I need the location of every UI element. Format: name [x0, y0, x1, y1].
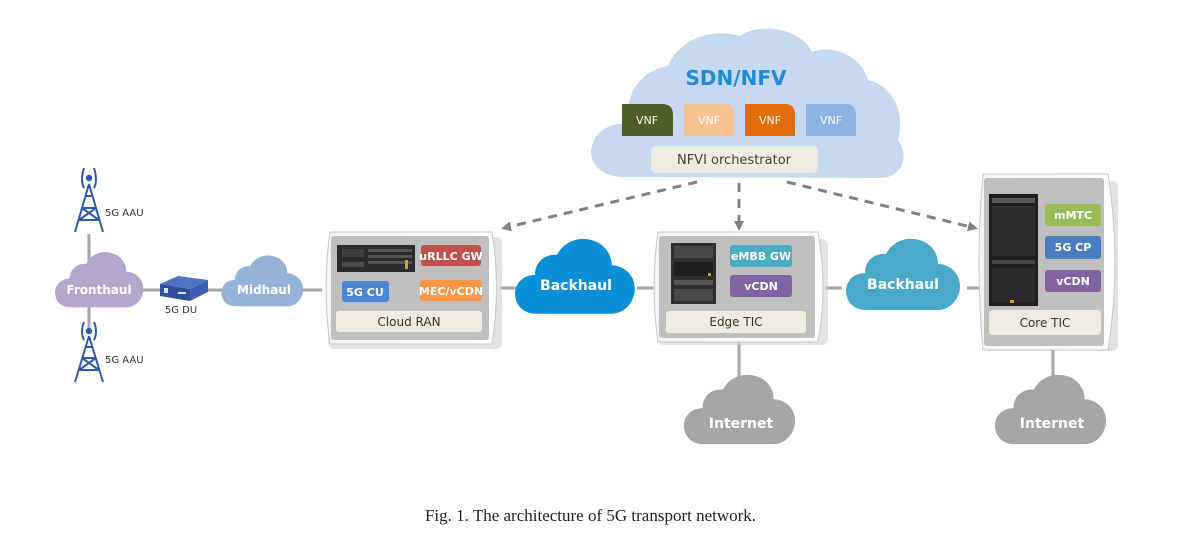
mec-vcdn-shape [420, 280, 482, 301]
server-rack-icon [989, 194, 1038, 306]
aau-bottom-label: 5G AAU [105, 355, 144, 366]
vnf-label: VNF [698, 114, 720, 127]
antenna-bottom: 5G AAU [74, 321, 144, 383]
tower-icon [74, 167, 104, 233]
core-vcdn-box[interactable]: vCDN [1045, 270, 1101, 292]
tower-icon [74, 321, 104, 383]
vnf-box-shape-3 [745, 104, 795, 136]
nfvi-orchestrator[interactable]: NFVI orchestrator [651, 146, 818, 173]
vnf-box-shape-2 [684, 104, 734, 136]
du-label: 5G DU [165, 305, 197, 316]
fronthaul-cloud-shape [55, 252, 144, 308]
backhaul-cloud-2[interactable]: Backhaul [846, 238, 960, 310]
core-tic-node[interactable]: mMTC 5G CP vCDN Core TIC [978, 173, 1118, 351]
cp-label: 5G CP [1055, 241, 1092, 254]
core-vcdn-shape [1045, 270, 1101, 292]
edge-tic-node[interactable]: eMBB GW vCDN Edge TIC [653, 231, 828, 345]
fronthaul-cloud[interactable]: Fronthaul [55, 252, 144, 308]
backhaul-1-shape [515, 238, 635, 314]
embb-gw-label: eMBB GW [731, 250, 791, 263]
control-arrow-core-tic [786, 180, 978, 232]
rack-server-icon [337, 245, 415, 272]
mmtc-shape [1045, 204, 1101, 226]
internet-cloud-core[interactable]: Internet [994, 374, 1107, 445]
links [87, 234, 1055, 385]
midhaul-cloud-shape [221, 255, 304, 307]
mmtc-label: mMTC [1054, 209, 1092, 222]
vnf-label: VNF [636, 114, 658, 127]
core-vcdn-label: vCDN [1056, 275, 1090, 288]
cu-label: 5G CU [346, 286, 384, 299]
core-tic-tag [989, 310, 1101, 335]
aau-top-label: 5G AAU [105, 208, 144, 219]
cloud-ran-label: Cloud RAN [377, 315, 440, 329]
mec-vcdn-box[interactable]: MEC/vCDN [419, 280, 483, 301]
internet-cloud-edge[interactable]: Internet [683, 374, 796, 445]
backhaul-cloud-1[interactable]: Backhaul [515, 238, 635, 314]
sdn-nfv-title: SDN/NFV [686, 66, 787, 90]
urllc-gw-box[interactable]: uRLLC GW [419, 245, 483, 266]
internet-core-shape [994, 374, 1107, 445]
control-arrow-cloud-ran [501, 180, 698, 232]
edge-vcdn-box[interactable]: vCDN [730, 275, 792, 297]
vnf-box[interactable]: VNF [745, 104, 795, 136]
cloud-ran-node[interactable]: uRLLC GW 5G CU MEC/vCDN Cloud RAN [325, 231, 502, 349]
antenna-top: 5G AAU [74, 167, 144, 233]
sdn-nfv-cloud-shape [591, 28, 904, 178]
internet-edge-label: Internet [709, 416, 774, 432]
du-device[interactable]: 5G DU [160, 276, 208, 316]
cp-box[interactable]: 5G CP [1045, 236, 1101, 259]
vnf-box[interactable]: VNF [622, 104, 673, 136]
figure-caption: Fig. 1. The architecture of 5G transport… [424, 506, 757, 525]
cu-shape [342, 281, 389, 302]
blade-server-icon [671, 243, 716, 304]
control-arrows [501, 180, 978, 232]
vnf-box-shape-1 [622, 104, 673, 136]
edge-tic-tag [666, 311, 806, 333]
nfvi-orchestrator-label: NFVI orchestrator [677, 153, 792, 168]
vnf-box[interactable]: VNF [684, 104, 734, 136]
backhaul-2-shape [846, 238, 960, 310]
embb-gw-shape [730, 245, 792, 267]
cu-box[interactable]: 5G CU [342, 281, 389, 302]
backhaul-1-label: Backhaul [540, 278, 612, 294]
midhaul-cloud[interactable]: Midhaul [221, 255, 304, 307]
sdn-nfv-cloud: SDN/NFV VNF VNF VNF VNF NFVI orchestrato… [591, 28, 904, 178]
cp-shape [1045, 236, 1101, 259]
internet-core-label: Internet [1020, 416, 1085, 432]
backhaul-2-label: Backhaul [867, 277, 939, 293]
vnf-box-shape-4 [806, 104, 856, 136]
midhaul-label: Midhaul [237, 283, 291, 297]
core-tic-label: Core TIC [1020, 316, 1071, 330]
edge-vcdn-shape [730, 275, 792, 297]
cloud-ran-tag [336, 311, 482, 332]
nfvi-orchestrator-box [651, 146, 818, 173]
edge-tic-label: Edge TIC [709, 315, 762, 329]
urllc-gw-shape [421, 245, 481, 266]
internet-edge-shape [683, 374, 796, 445]
vnf-row: VNF VNF VNF VNF [622, 104, 856, 136]
edge-vcdn-label: vCDN [744, 280, 778, 293]
mmtc-box[interactable]: mMTC [1045, 204, 1101, 226]
mec-vcdn-label: MEC/vCDN [419, 285, 483, 298]
embb-gw-box[interactable]: eMBB GW [730, 245, 792, 267]
server-box-icon [160, 276, 208, 301]
vnf-label: VNF [759, 114, 781, 127]
fronthaul-label: Fronthaul [66, 283, 131, 297]
vnf-label: VNF [820, 114, 842, 127]
urllc-gw-label: uRLLC GW [419, 250, 482, 263]
vnf-box[interactable]: VNF [806, 104, 856, 136]
